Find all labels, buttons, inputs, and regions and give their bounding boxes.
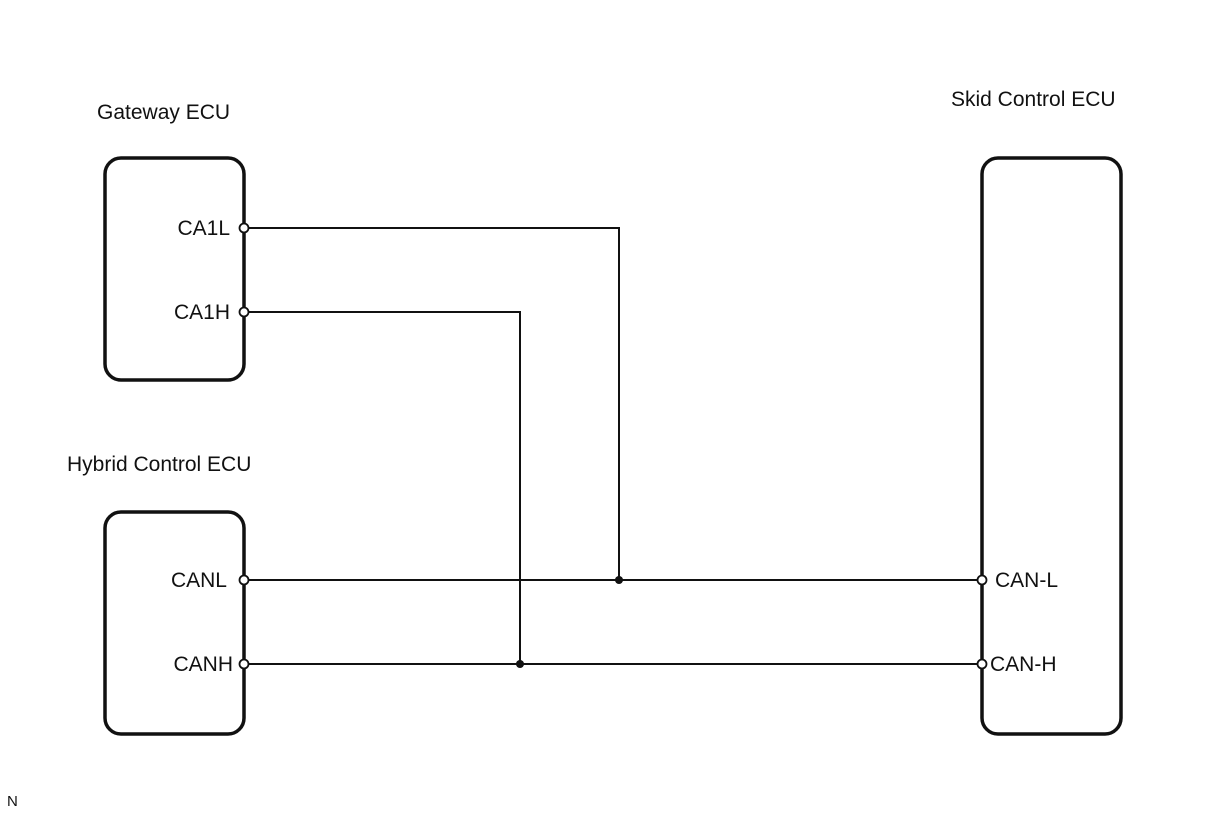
pin-label-ca1l: CA1L: [177, 217, 230, 240]
pin-label-canl: CANL: [171, 569, 227, 592]
pin-label-can-l: CAN-L: [995, 569, 1058, 592]
terminal-ca1l: [238, 222, 250, 234]
terminal-canl: [238, 574, 250, 586]
terminal-canh: [238, 658, 250, 670]
can-low-junction-dot: [615, 576, 623, 584]
pin-label-canh: CANH: [173, 653, 233, 676]
terminal-can-h: [976, 658, 988, 670]
hybrid-control-ecu-box: [103, 510, 246, 736]
skid-control-ecu-box: [980, 156, 1123, 736]
terminal-ca1h: [238, 306, 250, 318]
terminal-can-l: [976, 574, 988, 586]
wire-ca1h-to-can-high-bus: [244, 311, 521, 664]
skid-control-ecu-title: Skid Control ECU: [951, 88, 1116, 111]
gateway-ecu-box: [103, 156, 246, 382]
hybrid-control-ecu-title: Hybrid Control ECU: [67, 453, 251, 476]
gateway-ecu-title: Gateway ECU: [97, 101, 230, 124]
wire-ca1l-to-can-low-bus: [244, 227, 620, 580]
can-high-junction-dot: [516, 660, 524, 668]
pin-label-ca1h: CA1H: [174, 301, 230, 324]
pin-label-can-h: CAN-H: [990, 653, 1057, 676]
corner-mark: N: [7, 793, 18, 810]
